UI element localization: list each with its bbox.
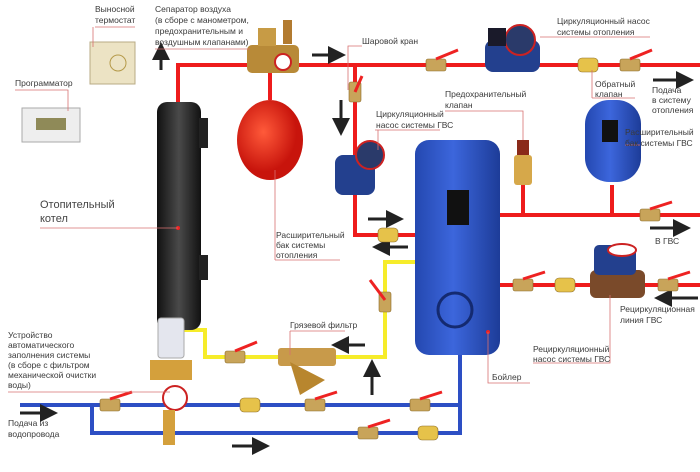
label-air-separator: воздушным клапанами) xyxy=(155,37,249,47)
label-heating-tank: отопления xyxy=(276,250,318,260)
label-heating-supply: в систему xyxy=(652,95,692,105)
label-safety-valve: клапан xyxy=(445,100,473,110)
label-water-supply: Подача из xyxy=(8,418,48,428)
label-recirc-line: линия ГВС xyxy=(620,315,662,325)
label-ball-valve: Шаровой кран xyxy=(362,36,418,46)
label-check-valve: клапан xyxy=(595,89,623,99)
label-air-separator: (в сборе с манометром, xyxy=(155,15,249,25)
auto-fill-device xyxy=(150,317,192,445)
label-heating-supply: отопления xyxy=(652,105,694,115)
label-heating-tank: бак системы xyxy=(276,240,325,250)
label-heating-tank: Расширительный xyxy=(276,230,345,240)
safety-valve xyxy=(514,140,532,185)
label-water-heater: Бойлер xyxy=(492,372,522,382)
programmer xyxy=(21,107,81,143)
label-check-valve: Обратный xyxy=(595,79,635,89)
dhw-circulation-pump xyxy=(335,140,385,195)
label-auto-fill: заполнения системы xyxy=(8,350,90,360)
label-auto-fill: (в сборе с фильтром xyxy=(8,360,90,370)
ball-valves xyxy=(99,48,691,440)
label-auto-fill: воды) xyxy=(8,380,31,390)
label-mud-filter: Грязевой фильтр xyxy=(290,320,358,330)
label-heating-pump: Циркуляционный насос xyxy=(557,16,651,26)
heating-expansion-tank xyxy=(237,100,303,180)
remote-thermostat xyxy=(89,41,136,85)
label-thermostat: термостат xyxy=(95,15,135,25)
label-to-dhw: В ГВС xyxy=(655,236,679,246)
label-dhw-tank: бак системы ГВС xyxy=(625,138,693,148)
label-heating-boiler: котел xyxy=(40,213,68,225)
mud-filter xyxy=(278,348,336,395)
label-dhw-tank: Расширительный xyxy=(625,127,694,137)
label-recirc-pump: насос системы ГВС xyxy=(533,354,610,364)
label-dhw-pump: Циркуляционный xyxy=(376,109,444,119)
flow-arrows xyxy=(20,42,698,455)
air-separator xyxy=(247,20,299,73)
label-programmer: Программатор xyxy=(15,78,73,88)
label-air-separator: Сепаратор воздуха xyxy=(155,4,231,14)
heating-circulation-pump xyxy=(485,24,540,72)
label-safety-valve: Предохранительный xyxy=(445,89,527,99)
label-dhw-pump: насос системы ГВС xyxy=(376,120,453,130)
label-air-separator: предохранительным и xyxy=(155,26,243,36)
recirculation-pump xyxy=(590,243,645,298)
check-valves xyxy=(239,57,599,441)
water-heater xyxy=(415,140,500,355)
label-auto-fill: Устройство xyxy=(8,330,53,340)
labels: Выносной термостат Программатор Сепарато… xyxy=(8,4,695,439)
label-heating-pump: системы отопления xyxy=(557,27,635,37)
label-recirc-pump: Рециркуляционный xyxy=(533,344,610,354)
label-heating-supply: Подача xyxy=(652,85,682,95)
label-thermostat: Выносной xyxy=(95,4,135,14)
label-heating-boiler: Отопительный xyxy=(40,199,115,211)
label-recirc-line: Рециркуляционная xyxy=(620,304,695,314)
dhw-expansion-tank xyxy=(585,100,641,182)
leader-lines xyxy=(8,26,650,393)
heating-boiler xyxy=(157,102,208,330)
label-auto-fill: механической очистки xyxy=(8,370,96,380)
label-water-supply: водопровода xyxy=(8,429,60,439)
label-auto-fill: автоматического xyxy=(8,340,74,350)
